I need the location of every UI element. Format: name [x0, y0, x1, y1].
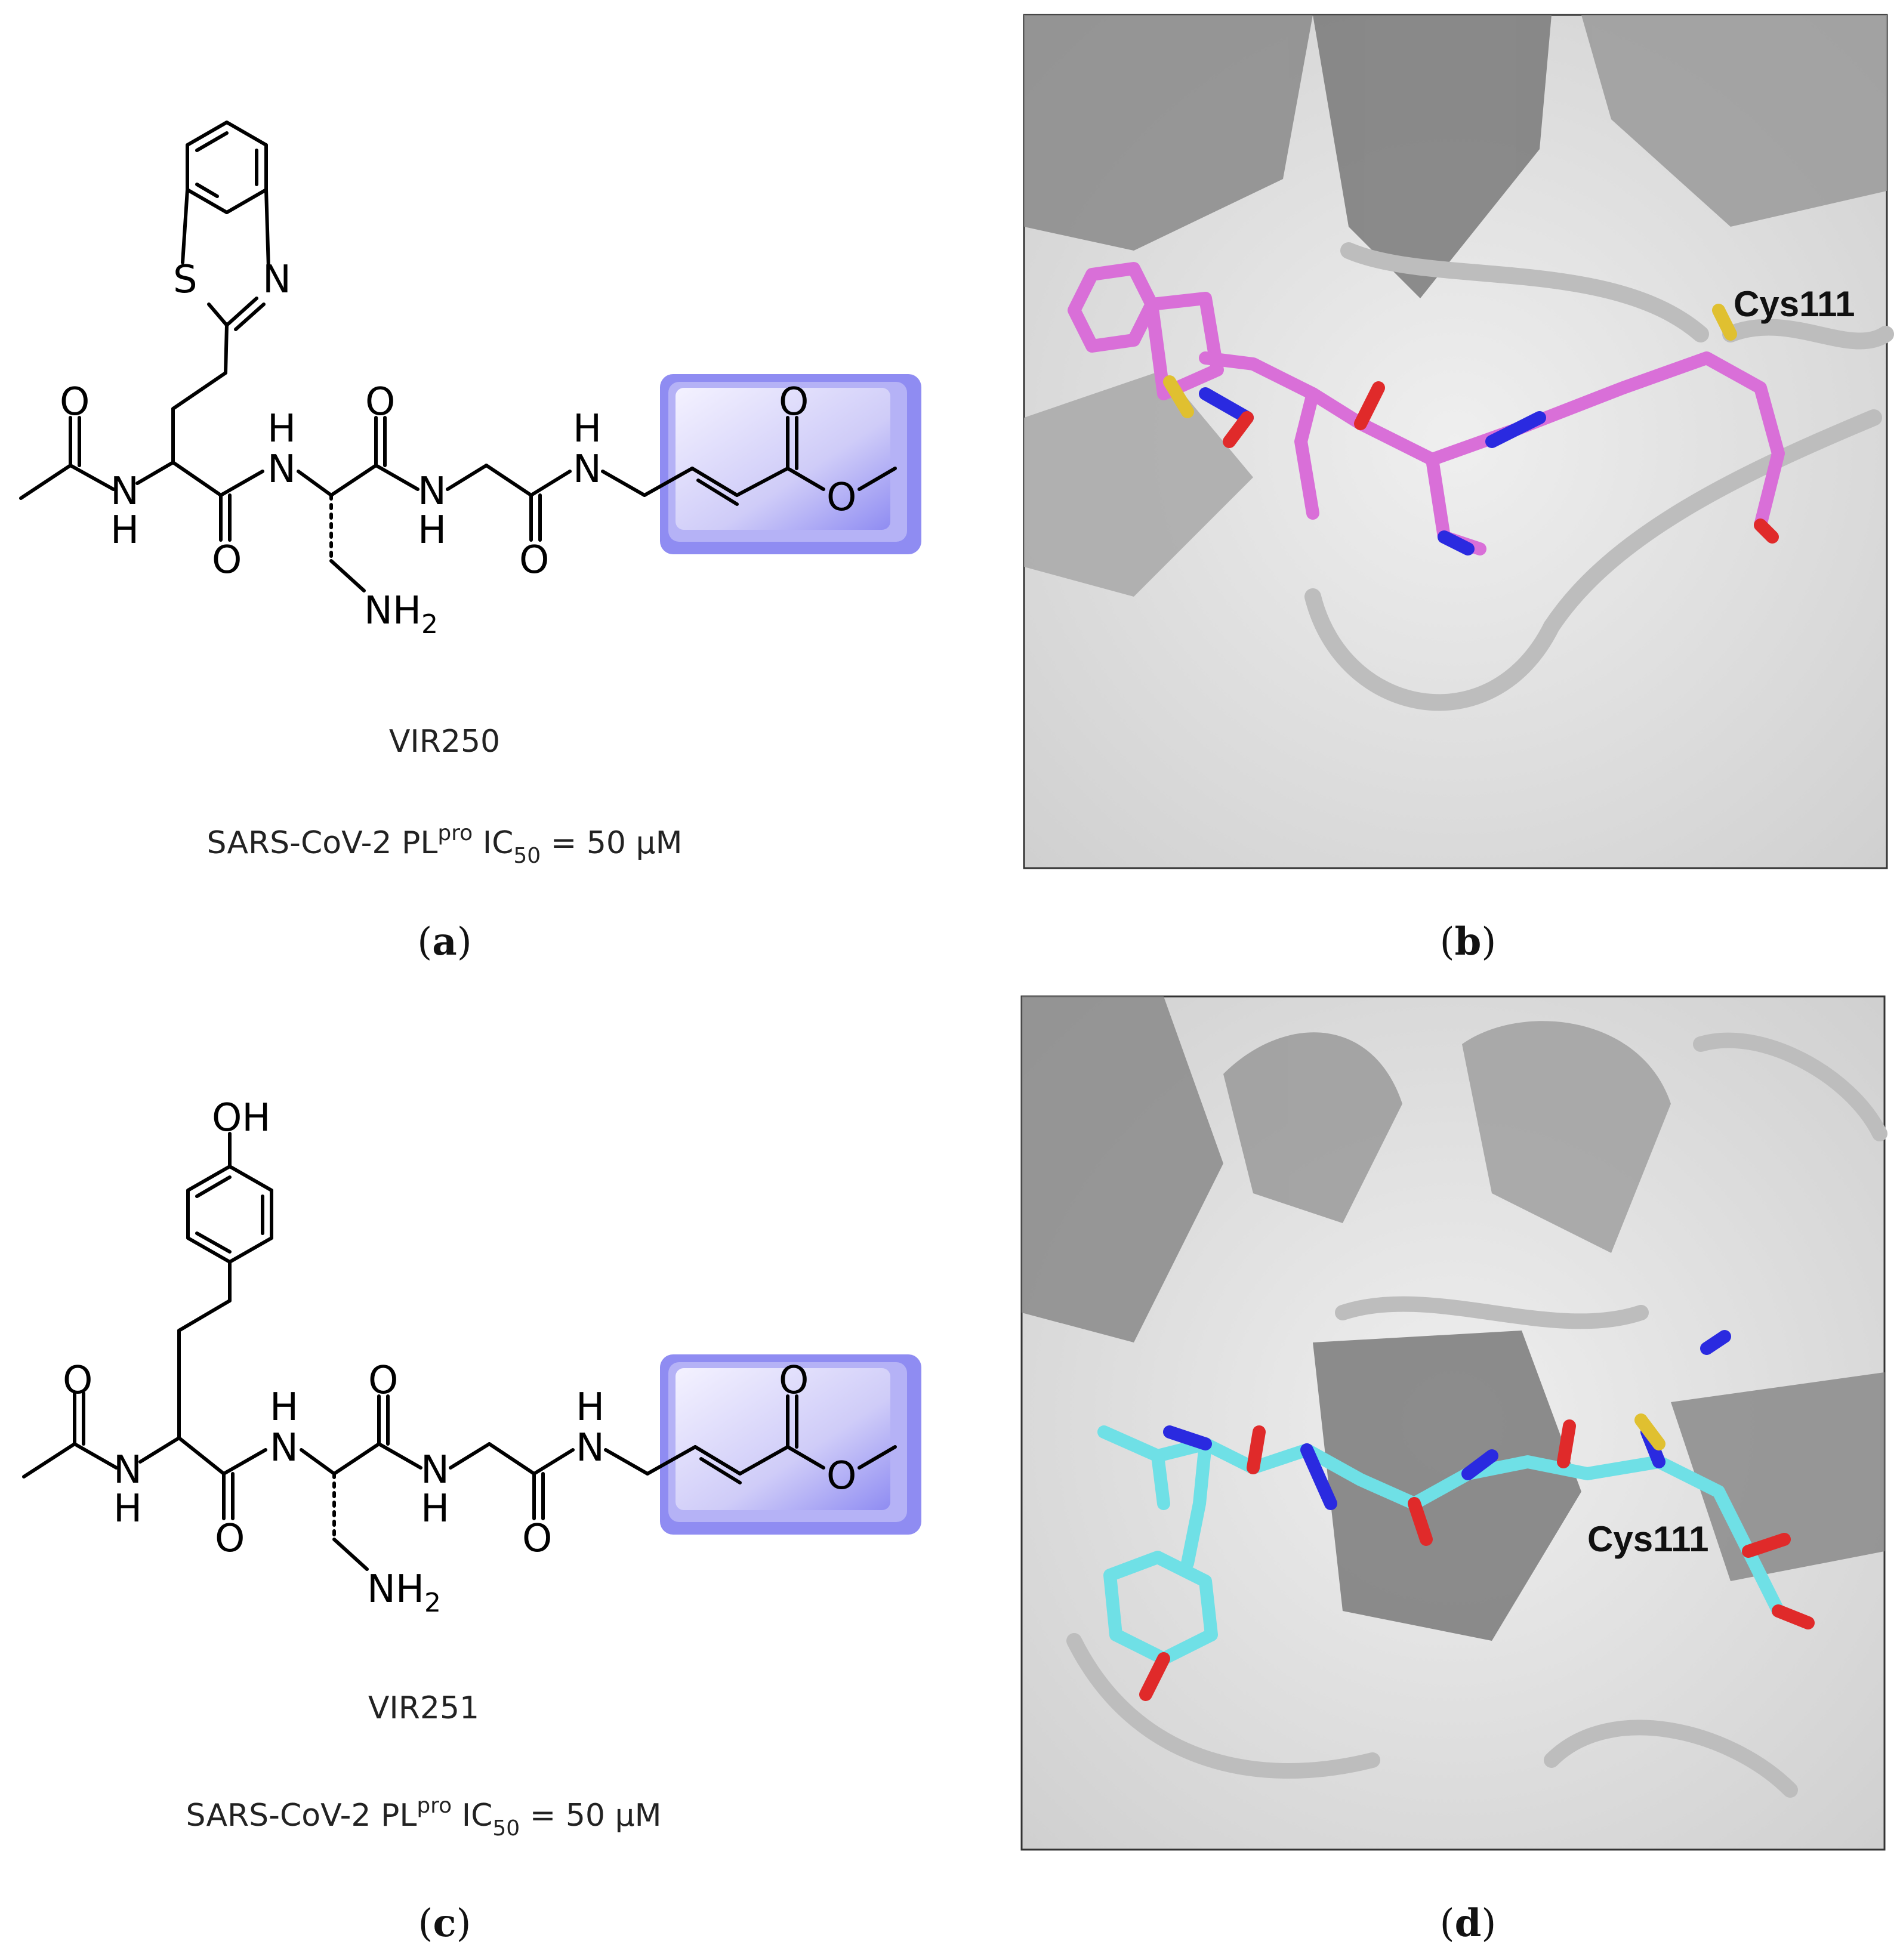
atom-o: O	[365, 380, 395, 424]
atom-n-ring: N	[263, 258, 291, 302]
atom-o: O	[63, 1359, 92, 1403]
atom-n: N	[113, 1448, 142, 1492]
atom-n: N	[421, 1448, 449, 1492]
atom-h: H	[418, 508, 446, 552]
compound-name: VIR250	[389, 724, 500, 760]
ligand-vir251	[1097, 1330, 1815, 1701]
atom-h: H	[110, 508, 139, 552]
atom-o: O	[826, 476, 856, 520]
atom-h: H	[267, 407, 296, 451]
residue-label: Cys111	[1734, 284, 1855, 324]
atom-o: O	[212, 538, 242, 582]
panel-c: OH O N H O H N O N H O H N O O NH2 VIR25…	[22, 1096, 921, 1946]
caption-b: (b)	[1440, 919, 1497, 964]
atom-h: H	[113, 1487, 142, 1531]
activity-label: SARS-CoV-2 PLpro IC50 = 50 µM	[207, 821, 683, 868]
atom-o: O	[779, 1359, 809, 1403]
atom-h: H	[270, 1385, 298, 1430]
protein-ribbons	[1024, 15, 1887, 597]
atom-o: O	[779, 380, 809, 424]
atom-o: O	[215, 1517, 245, 1561]
panel-d: Cys111 (d)	[1020, 995, 1887, 1946]
atom-o: O	[368, 1359, 398, 1403]
atom-n: N	[576, 1426, 604, 1470]
atom-nh2: NH2	[367, 1567, 441, 1618]
atom-n: N	[418, 470, 446, 514]
caption-c: (c)	[418, 1901, 471, 1946]
atom-o: O	[522, 1517, 552, 1561]
atom-h: H	[573, 407, 602, 451]
atom-n: N	[270, 1426, 298, 1470]
atom-o: O	[519, 538, 549, 582]
ligand-vir250	[1068, 262, 1785, 555]
panel-a: S N O N H O H N O N H O H N O O NH2 VIR2…	[19, 121, 921, 964]
atom-o: O	[60, 380, 90, 424]
atom-nh2: NH2	[364, 589, 438, 640]
loop-tubes	[1304, 242, 1894, 711]
caption-a: (a)	[417, 919, 471, 964]
caption-d: (d)	[1440, 1901, 1497, 1946]
atom-oh: OH	[212, 1096, 271, 1140]
panel-b: Cys111 (b)	[1023, 14, 1894, 964]
structure-vir250	[19, 121, 897, 592]
atom-n: N	[110, 470, 139, 514]
residue-label: Cys111	[1587, 1519, 1709, 1559]
atom-h: H	[421, 1487, 449, 1531]
compound-name: VIR251	[368, 1690, 479, 1726]
atom-n: N	[267, 447, 296, 492]
loop-tubes	[1066, 1032, 1887, 1798]
structure-vir251	[22, 1132, 897, 1571]
atom-o: O	[826, 1454, 856, 1498]
activity-label: SARS-CoV-2 PLpro IC50 = 50 µM	[186, 1794, 662, 1841]
atom-h: H	[576, 1385, 604, 1430]
atom-s: S	[173, 258, 198, 302]
atom-n: N	[573, 447, 602, 492]
